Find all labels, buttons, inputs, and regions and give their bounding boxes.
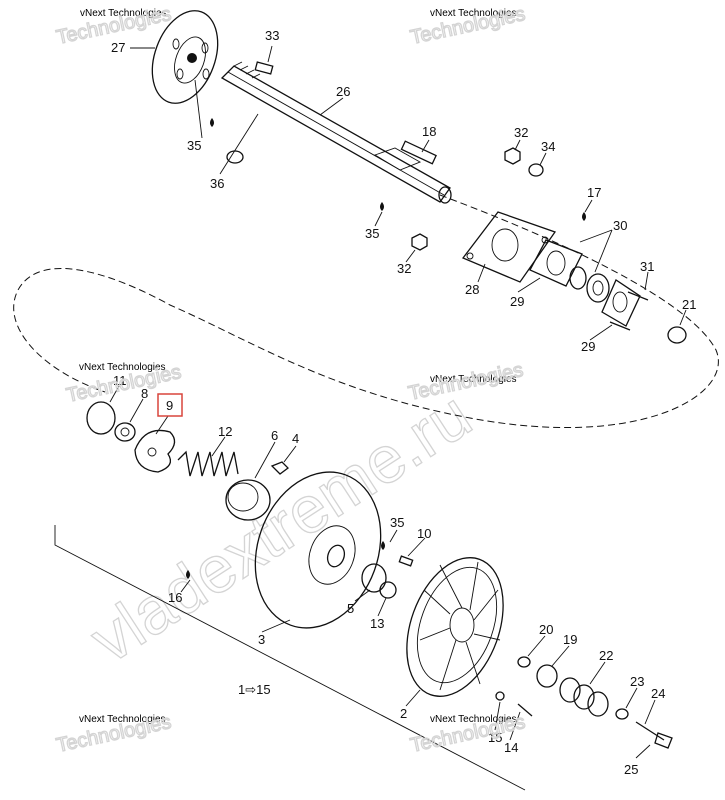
- part-nut-32-lower: [411, 233, 428, 251]
- callout-15: 15: [488, 730, 502, 745]
- part-circlip-11: [86, 401, 116, 435]
- part-bearing-30b: [586, 273, 610, 303]
- part-washer-23: [615, 708, 629, 720]
- callout-8: 8: [141, 386, 148, 401]
- part-nut-32-upper: [504, 147, 521, 165]
- part-housing-28: [461, 211, 557, 283]
- callout-29: 29: [510, 294, 524, 309]
- part-nut-15: [495, 691, 505, 701]
- callout-2: 2: [400, 706, 407, 721]
- belt-path: [13, 194, 719, 429]
- part-key-18: [400, 140, 437, 165]
- callout-13: 13: [370, 616, 384, 631]
- part-washer-8: [114, 422, 136, 442]
- callout-26: 26: [336, 84, 350, 99]
- callout-11: 11: [113, 373, 127, 388]
- callout-3: 3: [258, 632, 265, 647]
- part-key-33: [254, 61, 274, 75]
- part-washer-22b: [573, 684, 595, 710]
- part-slider-4: [270, 461, 289, 475]
- callout-24: 24: [651, 686, 665, 701]
- callout-19: 19: [563, 632, 577, 647]
- callout-5: 5: [347, 601, 354, 616]
- callout-20: 20: [539, 622, 553, 637]
- part-sheave-3: [254, 471, 382, 629]
- callout-31: 31: [640, 259, 654, 274]
- callout-33: 33: [265, 28, 279, 43]
- watermark-small: vNext Technologies: [79, 362, 166, 373]
- callout-14: 14: [504, 740, 518, 755]
- watermark-small: vNext Technologies: [430, 374, 517, 385]
- part-key-10: [398, 555, 414, 567]
- part-shaft-26: [220, 61, 452, 204]
- watermark-small: vNext Technologies: [80, 8, 167, 19]
- part-bearing-30a: [569, 266, 587, 290]
- part-washer-22c: [587, 691, 609, 717]
- watermark-small: vNext Technologies: [79, 714, 166, 725]
- callout-27: 27: [111, 40, 125, 55]
- callout-28: 28: [465, 282, 479, 297]
- callout-22: 22: [599, 648, 613, 663]
- grease-drop-icon: [381, 541, 385, 550]
- part-flange-29-lower: [601, 279, 641, 327]
- part-washer-13: [379, 581, 397, 599]
- part-washer-20: [517, 656, 531, 668]
- part-spacer-19: [536, 664, 558, 688]
- part-washer-22a: [559, 677, 581, 703]
- callout-25: 25: [624, 762, 638, 777]
- callout-17: 17: [587, 185, 601, 200]
- callout-18: 18: [422, 124, 436, 139]
- callout-36: 36: [210, 176, 224, 191]
- grease-drop-icon: [582, 212, 586, 221]
- grease-drop-icon: [186, 570, 190, 579]
- highlight-box: [157, 393, 183, 417]
- watermark-small: vNext Technologies: [430, 8, 517, 19]
- part-flange-29-upper: [529, 239, 583, 287]
- callout-29: 29: [581, 339, 595, 354]
- callout-32: 32: [514, 125, 528, 140]
- callout-6: 6: [271, 428, 278, 443]
- part-oring-36: [226, 150, 244, 164]
- callout-35: 35: [187, 138, 201, 153]
- part-spacer-21: [667, 326, 687, 344]
- callout-35: 35: [390, 515, 404, 530]
- callout-32: 32: [397, 261, 411, 276]
- callout-35: 35: [365, 226, 379, 241]
- part-cam-9: [134, 429, 176, 473]
- callout-9: 9: [166, 398, 173, 413]
- part-screw-31b: [609, 321, 631, 331]
- part-bolt-25: [635, 721, 673, 749]
- part-screw-14: [517, 703, 533, 717]
- part-fixed-sheave-2: [406, 557, 504, 697]
- callout-4: 4: [292, 431, 299, 446]
- grease-drop-icon: [210, 118, 214, 127]
- watermark-big: Technologies: [406, 359, 525, 405]
- callout-34: 34: [541, 139, 555, 154]
- callout-30: 30: [613, 218, 627, 233]
- grease-drop-icon: [380, 202, 384, 211]
- callout-10: 10: [417, 526, 431, 541]
- watermark-small: vNext Technologies: [430, 714, 517, 725]
- callout-23: 23: [630, 674, 644, 689]
- leader-lines: [109, 45, 687, 759]
- part-bushing-5: [361, 563, 387, 593]
- part-screw-31: [627, 291, 649, 301]
- part-washer-34: [528, 163, 544, 177]
- callout-1-to-15: 1⇨15: [238, 682, 271, 697]
- part-drive-disc-27: [151, 10, 219, 104]
- callout-12: 12: [218, 424, 232, 439]
- part-cup-6: [225, 479, 271, 521]
- assembly-bracket: [54, 525, 526, 791]
- callout-16: 16: [168, 590, 182, 605]
- callout-21: 21: [682, 297, 696, 312]
- part-spring-12: [177, 450, 239, 477]
